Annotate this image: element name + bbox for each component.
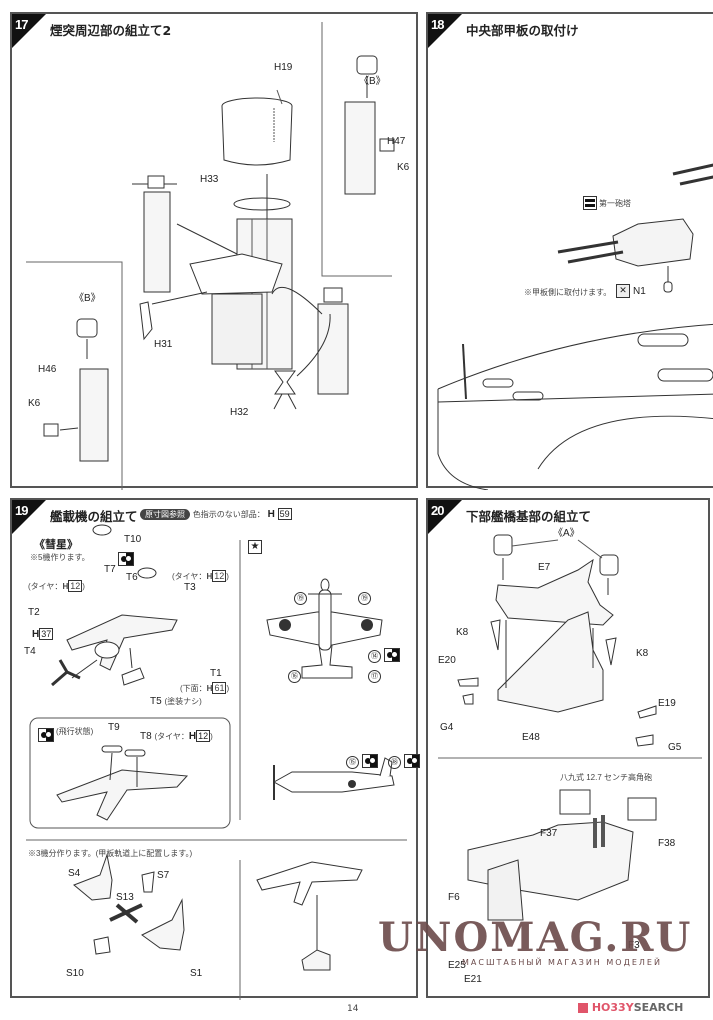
part-label-k8-right: K8 bbox=[636, 648, 649, 659]
turret-label: 第一砲塔 bbox=[599, 199, 631, 208]
step-title: 下部艦橋基部の組立て bbox=[466, 509, 592, 524]
step-title: 艦載機の組立て bbox=[50, 509, 138, 524]
part-label-t10: T10 bbox=[124, 534, 142, 545]
part-label-g5: G5 bbox=[668, 742, 682, 753]
decal-15: ⑮ bbox=[346, 754, 378, 769]
part-label-t9: T9 bbox=[108, 722, 120, 733]
step-18-panel: 18 中央部甲板の取付け 第一砲塔 ※甲板側に取付けます。 ✕ N1 bbox=[426, 12, 713, 490]
part-label-n1: N1 bbox=[633, 286, 646, 297]
flight-decal-icon bbox=[38, 724, 54, 743]
step-title: 中央部甲板の取付け bbox=[466, 23, 579, 38]
part-label-b-top: 《B》 bbox=[359, 76, 386, 87]
part-label-h46: H46 bbox=[38, 364, 57, 375]
part-label-t6: T6 bbox=[126, 572, 138, 583]
part-label-k8-left: K8 bbox=[456, 627, 469, 638]
decal-18: ⑱ bbox=[388, 754, 420, 769]
part-label-t5: T5 (塗装ナシ) bbox=[150, 696, 202, 707]
part-label-s10: S10 bbox=[66, 968, 84, 979]
part-label-h33: H33 bbox=[200, 174, 219, 185]
part-label-k6-left: K6 bbox=[28, 398, 41, 409]
make-five-note: ※5機作ります。 bbox=[30, 553, 90, 562]
star-icon: ★ bbox=[248, 540, 262, 554]
color-note: 原寸図参照 色指示のない部品： H 59 bbox=[140, 508, 292, 520]
part-label-b-left: 《B》 bbox=[74, 293, 101, 304]
step-number-badge: 19 bbox=[12, 500, 46, 534]
part-label-k6-top: K6 bbox=[397, 162, 410, 173]
part-label-s13: S13 bbox=[116, 892, 134, 903]
part-label-t3: T3 bbox=[184, 582, 196, 593]
step-20-panel: 20 下部艦橋基部の組立て 《A》 E7 K8 K8 E20 G4 E48 bbox=[426, 498, 710, 998]
decal-19-right: ⑲ bbox=[358, 592, 371, 605]
funnel-assembly-drawing bbox=[26, 22, 395, 490]
hobby-search-badge-icon bbox=[578, 1003, 588, 1013]
bridge-base-drawing bbox=[438, 534, 702, 921]
flight-state-label: (飛行状態) bbox=[56, 727, 94, 736]
full-scale-ref-badge: 原寸図参照 bbox=[140, 509, 190, 520]
part-label-e20: E20 bbox=[438, 655, 456, 666]
subsection-title: 《彗星》 bbox=[34, 539, 78, 551]
part-label-h47: H47 bbox=[387, 136, 406, 147]
decal-14: ⑭ bbox=[368, 648, 400, 663]
hobby-search-logo: HO33YSEARCH bbox=[578, 1001, 683, 1014]
part-label-e19: E19 bbox=[658, 698, 676, 709]
part-label-f38: F38 bbox=[658, 838, 676, 849]
part-label-e7: E7 bbox=[538, 562, 551, 573]
part-label-h32: H32 bbox=[230, 407, 249, 418]
part-label-s1: S1 bbox=[190, 968, 203, 979]
no-glue-icon: ✕ bbox=[616, 284, 630, 298]
part-label-f6: F6 bbox=[448, 892, 460, 903]
part-label-h19: H19 bbox=[274, 62, 293, 73]
part-label-s4: S4 bbox=[68, 868, 81, 879]
step-17-panel: 17 煙突周辺部の組立て2 bbox=[10, 12, 418, 490]
deck-drawing bbox=[437, 163, 713, 490]
watermark-text: UNOMAG.RU bbox=[378, 914, 693, 961]
part-label-t7: T7 bbox=[104, 564, 116, 575]
part-label-t1: T1 bbox=[210, 668, 222, 679]
step-19-panel: 19 艦載機の組立て 原寸図参照 色指示のない部品： H 59 bbox=[10, 498, 420, 1000]
aa-gun-label: 八九式 12.7 センチ高角砲 bbox=[560, 773, 653, 782]
step-number-badge: 17 bbox=[12, 14, 46, 48]
page-number: 14 bbox=[347, 1004, 359, 1014]
deck-side-note: ※甲板側に取付けます。 bbox=[524, 288, 612, 297]
part-label-e21: E21 bbox=[464, 974, 482, 985]
aircraft-drawing bbox=[26, 524, 407, 1000]
part-label-f37: F37 bbox=[540, 828, 558, 839]
decal-16: ⑯ bbox=[288, 670, 301, 683]
part-label-e25: E25 bbox=[448, 960, 466, 971]
turret-swap-icon bbox=[583, 196, 597, 210]
part-label-t2: T2 bbox=[28, 607, 40, 618]
cart-note: ※3機分作ります。(甲板軌道上に配置します。) bbox=[28, 849, 193, 858]
decal-19-left: ⑲ bbox=[294, 592, 307, 605]
part-label-s7: S7 bbox=[157, 870, 170, 881]
step-number-badge: 20 bbox=[428, 500, 462, 534]
part-label-h31: H31 bbox=[154, 339, 173, 350]
part-label-f3: F3 bbox=[628, 940, 640, 951]
part-label-e48: E48 bbox=[522, 732, 540, 743]
step-number-badge: 18 bbox=[428, 14, 462, 48]
step-title: 煙突周辺部の組立て2 bbox=[50, 23, 172, 38]
part-label-g4: G4 bbox=[440, 722, 454, 733]
decal-marker-icon bbox=[118, 548, 134, 567]
part-label-a: 《A》 bbox=[553, 528, 580, 539]
watermark-subtitle: МАСШТАБНЫЙ МАГАЗИН МОДЕЛЕЙ bbox=[462, 958, 662, 967]
part-label-t4: T4 bbox=[24, 646, 36, 657]
decal-17: ⑰ bbox=[368, 670, 381, 683]
